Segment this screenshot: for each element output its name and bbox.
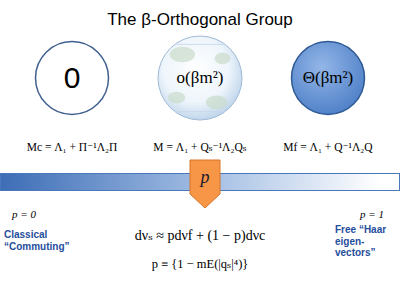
land-patch bbox=[206, 96, 227, 110]
filled-circle: Θ(βm²) bbox=[290, 40, 366, 116]
globe-circle: o(βm²) bbox=[157, 35, 243, 121]
formula: p ≡ {1 − mE(|qₛ|⁴)} bbox=[152, 257, 249, 271]
slider-marker: p bbox=[189, 159, 221, 209]
circle-shape bbox=[158, 36, 242, 120]
node-text: o(βm²) bbox=[177, 68, 224, 88]
globe-texture bbox=[168, 44, 231, 111]
node-text: 0 bbox=[64, 61, 81, 96]
formula: Mf = Λ₁ + Q⁻¹Λ₂Q bbox=[283, 141, 372, 154]
endpoint-label: p = 0 bbox=[12, 208, 36, 221]
land-patch bbox=[168, 92, 186, 104]
empty-circle: 0 bbox=[34, 40, 110, 116]
latitude-line bbox=[175, 44, 225, 45]
node-text: Θ(βm²) bbox=[303, 68, 354, 88]
title: The β-Orthogonal Group bbox=[107, 10, 293, 30]
circle-shape bbox=[292, 42, 365, 115]
land-patch bbox=[170, 47, 195, 63]
circle-shape bbox=[36, 42, 109, 115]
formula: M = Λ₁ + Qₛ⁻¹Λ₂Qₛ bbox=[153, 141, 246, 154]
latitude-line bbox=[175, 111, 225, 112]
formula: Mc = Λ₁ + Π⁻¹Λ₂Π bbox=[27, 141, 118, 154]
node-text: p bbox=[201, 167, 210, 188]
formula: dνₛ ≈ pdνf + (1 − p)dνc bbox=[135, 228, 265, 244]
endpoint-label: p = 1 bbox=[360, 208, 384, 221]
regime-note: Classical “Commuting” bbox=[4, 229, 74, 252]
land-patch bbox=[215, 53, 231, 65]
regime-note: Free “Haar eigen-vectors” bbox=[335, 224, 397, 259]
marker-shape bbox=[190, 160, 220, 208]
